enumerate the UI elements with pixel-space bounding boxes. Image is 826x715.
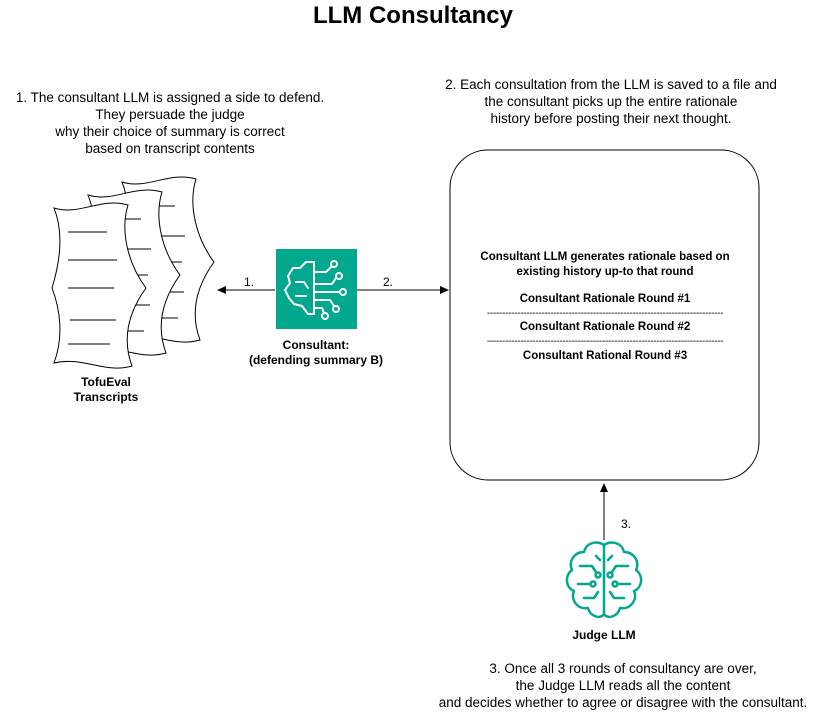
- note-line: They persuade the judge: [95, 107, 245, 122]
- transcripts-label: TofuEval Transcripts: [56, 375, 156, 405]
- arrow-label-3: 3.: [621, 517, 632, 531]
- rationale-heading-line: existing history up-to that round: [516, 266, 694, 278]
- judge-ai-brain-icon: [565, 541, 643, 619]
- rationale-heading: Consultant LLM generates rationale based…: [452, 250, 758, 280]
- rationale-heading-line: Consultant LLM generates rationale based…: [480, 251, 730, 263]
- rationale-round-1: Consultant Rationale Round #1: [519, 293, 691, 305]
- transcripts-documents-icon: [51, 176, 215, 369]
- transcripts-label-line: TofuEval: [81, 375, 131, 389]
- note-line: the consultant picks up the entire ratio…: [484, 94, 738, 109]
- note-line: 2. Each consultation from the LLM is sav…: [445, 77, 777, 92]
- document-front: [51, 202, 147, 369]
- transcripts-label-line: Transcripts: [73, 390, 139, 404]
- rationale-box: [449, 149, 760, 481]
- note-judge-decision: 3. Once all 3 rounds of consultancy are …: [420, 660, 826, 711]
- note-line: 3. Once all 3 rounds of consultancy are …: [489, 661, 757, 676]
- consultant-label-line: Consultant:: [282, 338, 350, 352]
- arrow-label-2: 2.: [383, 275, 394, 289]
- consultant-ai-brain-icon: [276, 249, 357, 329]
- note-line: the Judge LLM reads all the content: [515, 678, 731, 693]
- note-line: based on transcript contents: [85, 141, 255, 156]
- note-line: why their choice of summary is correct: [55, 124, 285, 139]
- note-line: 1. The consultant LLM is assigned a side…: [15, 90, 325, 105]
- arrow-label-1: 1.: [244, 275, 255, 289]
- note-consultant-role: 1. The consultant LLM is assigned a side…: [0, 89, 340, 157]
- rationale-divider: ----------------------------------------…: [486, 311, 724, 319]
- consultant-label: Consultant: (defending summary B): [236, 338, 396, 368]
- judge-label: Judge LLM: [572, 628, 636, 642]
- rationale-divider: ----------------------------------------…: [486, 339, 724, 347]
- note-line: and decides whether to agree or disagree…: [438, 695, 808, 710]
- diagram-title: LLM Consultancy: [312, 2, 513, 29]
- consultant-label-line: (defending summary B): [248, 353, 383, 367]
- rationale-round-2: Consultant Rationale Round #2: [519, 321, 691, 333]
- note-rationale-history: 2. Each consultation from the LLM is sav…: [420, 76, 802, 127]
- note-line: history before posting their next though…: [490, 111, 732, 126]
- rationale-round-3: Consultant Rational Round #3: [522, 350, 688, 362]
